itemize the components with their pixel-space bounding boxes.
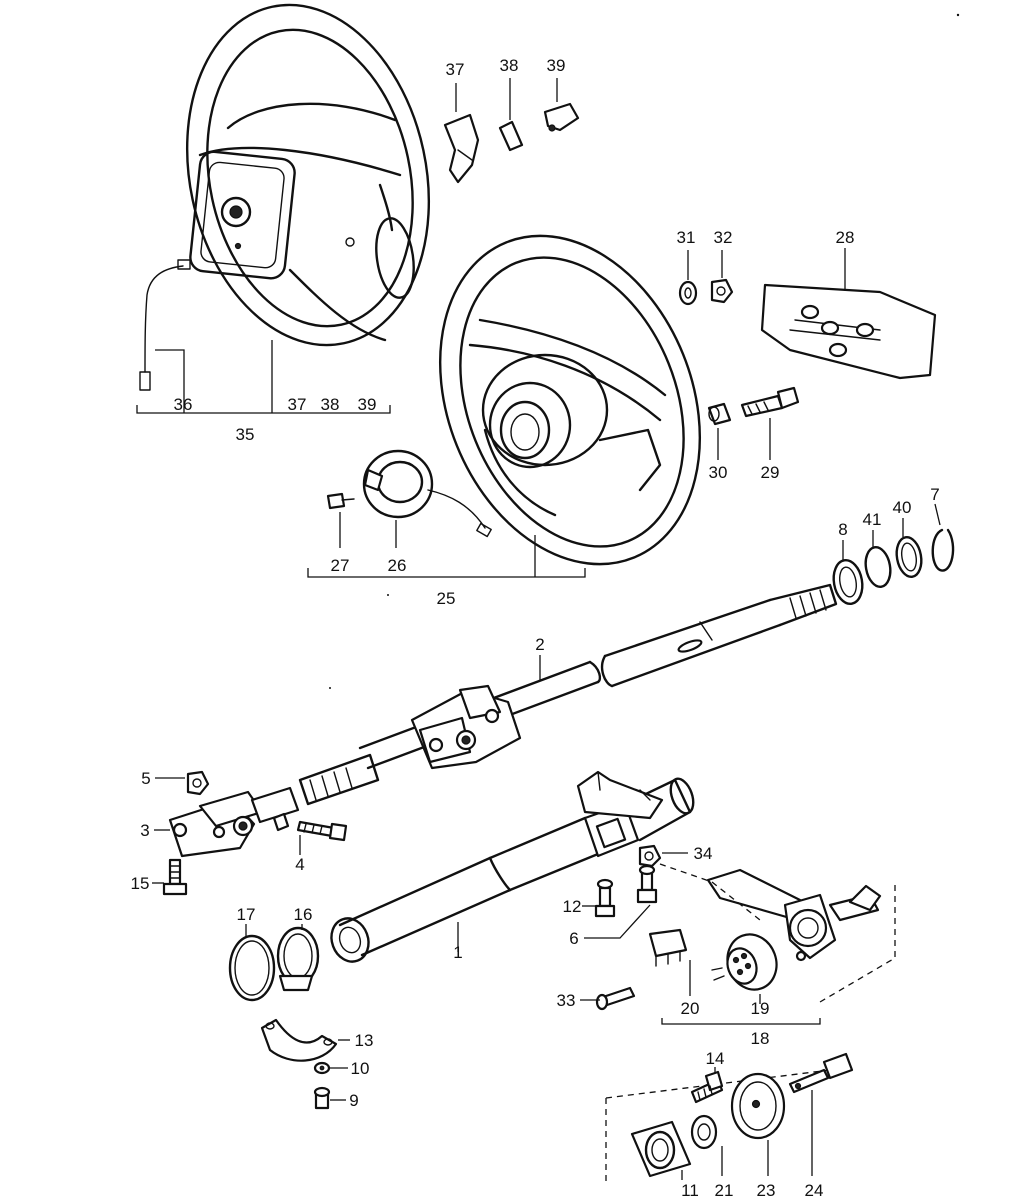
bolt-15 <box>162 858 188 896</box>
key-24 <box>788 1052 854 1094</box>
clamp-16 <box>276 926 320 992</box>
circlip-7 <box>931 528 955 572</box>
label-5: 5 <box>141 769 150 788</box>
part-labels: 37 38 39 31 32 28 36 37 38 39 35 30 29 7… <box>131 56 940 1200</box>
washer-10 <box>313 1061 331 1075</box>
label-10: 10 <box>351 1059 370 1078</box>
label-39: 39 <box>547 56 566 75</box>
label-32: 32 <box>714 228 733 247</box>
label-12: 12 <box>563 897 582 916</box>
screw-27 <box>326 492 355 510</box>
ring-8 <box>832 558 864 606</box>
label-8: 8 <box>838 520 847 539</box>
label-9: 9 <box>349 1091 358 1110</box>
bolt-4 <box>296 820 348 842</box>
nut-5 <box>186 770 210 796</box>
label-7: 7 <box>930 485 939 504</box>
slip-ring-26 <box>362 449 492 538</box>
label-14: 14 <box>706 1049 725 1068</box>
screw-14 <box>690 1070 724 1104</box>
washer-31 <box>678 280 698 306</box>
label-23: 23 <box>757 1181 776 1200</box>
nut-34 <box>638 844 662 868</box>
ignition-housing-18 <box>706 868 882 962</box>
lower-joint-3 <box>168 786 300 858</box>
washer-21 <box>690 1114 718 1150</box>
label-34: 34 <box>694 844 713 863</box>
horn-wire-36 <box>139 259 191 391</box>
label-3: 3 <box>140 821 149 840</box>
label-38: 38 <box>500 56 519 75</box>
label-27: 27 <box>331 556 350 575</box>
label-37: 37 <box>446 60 465 79</box>
cap-23 <box>730 1072 786 1140</box>
label-17: 17 <box>237 905 256 924</box>
label-37-group: 37 <box>288 395 307 414</box>
steering-wheel-25 <box>438 234 702 566</box>
label-11: 11 <box>681 1181 699 1200</box>
label-29: 29 <box>761 463 780 482</box>
label-15: 15 <box>131 874 150 893</box>
bezel-11 <box>630 1120 692 1178</box>
switch-19 <box>711 933 778 991</box>
label-26: 26 <box>388 556 407 575</box>
column-tube-1 <box>330 770 695 963</box>
label-25: 25 <box>437 589 456 608</box>
ring-40 <box>895 535 923 579</box>
clip-39 <box>543 102 580 132</box>
screw-9 <box>313 1086 331 1110</box>
bracket-13 <box>260 1018 338 1062</box>
label-33: 33 <box>557 991 576 1010</box>
nut-32 <box>710 278 734 304</box>
steering-shaft-2 <box>298 583 838 806</box>
bracket-35 <box>136 405 391 414</box>
bracket-18 <box>661 1018 821 1025</box>
plate-38 <box>498 120 524 152</box>
spacer-30 <box>707 402 732 426</box>
bolt-6 <box>636 864 658 904</box>
ring-17 <box>228 934 276 1002</box>
steering-wheel-35 <box>185 3 431 347</box>
ring-41 <box>864 545 892 589</box>
label-6: 6 <box>569 929 578 948</box>
label-20: 20 <box>681 999 700 1018</box>
label-40: 40 <box>893 498 912 517</box>
label-24: 24 <box>805 1181 824 1200</box>
bracket-25 <box>307 568 586 578</box>
label-31: 31 <box>677 228 696 247</box>
label-19: 19 <box>751 999 770 1018</box>
label-21: 21 <box>715 1181 734 1200</box>
label-35: 35 <box>236 425 255 444</box>
label-1: 1 <box>453 943 462 962</box>
label-39-group: 39 <box>358 395 377 414</box>
label-38-group: 38 <box>321 395 340 414</box>
label-30: 30 <box>709 463 728 482</box>
screw-33 <box>595 986 636 1011</box>
bolt-12 <box>594 878 616 918</box>
screw-29 <box>740 386 800 418</box>
horn-pad-28 <box>760 283 937 380</box>
switch-20 <box>648 928 688 967</box>
label-28: 28 <box>836 228 855 247</box>
universal-joint-2 <box>410 684 522 770</box>
label-36: 36 <box>174 395 193 414</box>
horn-contact-37 <box>443 113 480 184</box>
label-4: 4 <box>295 855 304 874</box>
label-2: 2 <box>535 635 544 654</box>
label-16: 16 <box>294 905 313 924</box>
label-18: 18 <box>751 1029 770 1048</box>
label-41: 41 <box>863 510 882 529</box>
label-13: 13 <box>355 1031 374 1050</box>
